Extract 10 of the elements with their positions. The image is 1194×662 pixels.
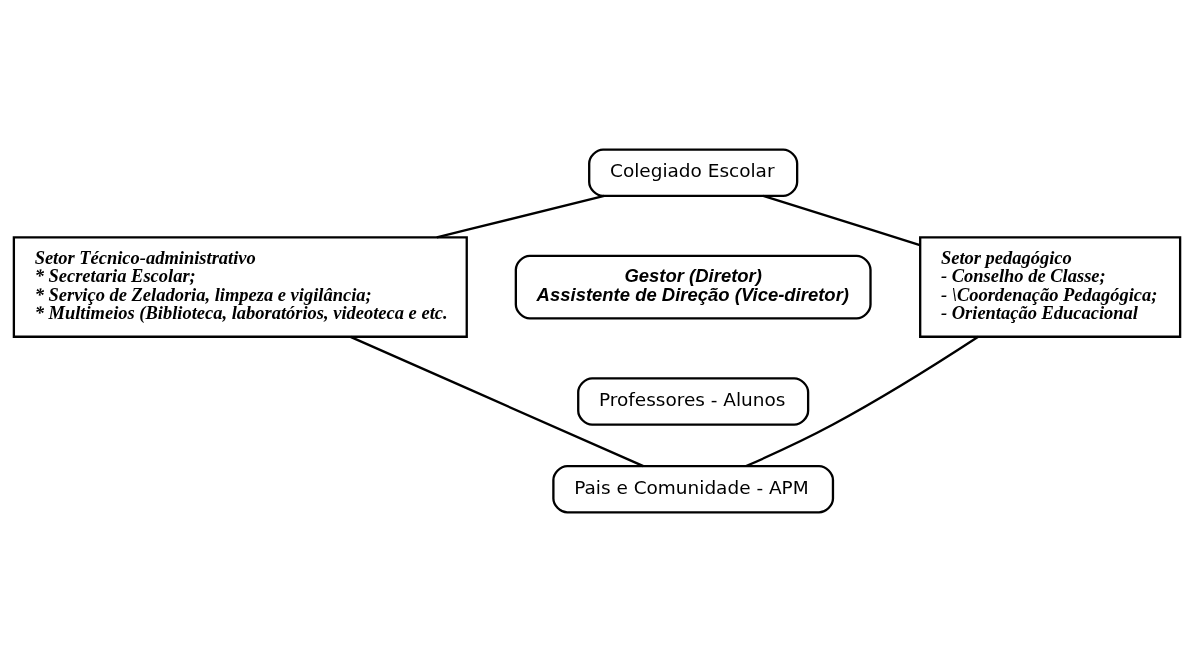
- connector: [436, 194, 605, 239]
- node-box: Professores - Alunos: [577, 377, 810, 426]
- connector: [350, 335, 644, 468]
- node-box: Colegiado Escolar: [588, 148, 799, 197]
- node-box: Setor Técnico-administrativo * Secretaria Escolar; * Serviço de Zeladoria, limpeza e vigilância; * Multimeios (Biblioteca, laboratórios, videoteca e etc.: [12, 236, 468, 338]
- node-box: Gestor (Diretor) Assistente de Direção (Vice-diretor): [514, 254, 872, 320]
- connector: [762, 194, 921, 247]
- node-box: Setor pedagógico - Conselho de Classe; - \Coordenação Pedagógica; - Orientação Educacional: [919, 236, 1182, 338]
- connector: [745, 335, 979, 468]
- node-box: Pais e Comunidade - APM: [552, 465, 835, 514]
